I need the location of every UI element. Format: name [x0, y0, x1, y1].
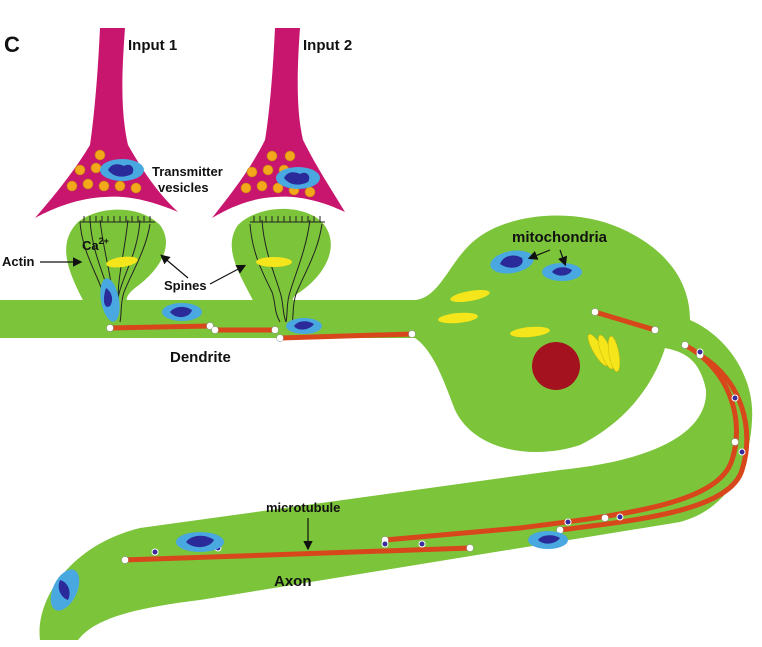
label-actin: Actin: [2, 254, 35, 269]
vesicles-2: [240, 150, 316, 198]
annotation-arrows: [40, 249, 568, 551]
spine-er-2: [256, 257, 292, 267]
label-input-2: Input 2: [303, 37, 352, 54]
label-calcium-base: Ca: [82, 238, 99, 253]
nucleus: [532, 342, 580, 390]
spine-er-1: [106, 256, 138, 268]
mitochondrion: [286, 318, 322, 334]
label-dendrite: Dendrite: [170, 349, 231, 366]
mitochondrion-presyn-2: [276, 167, 320, 189]
receptor-comb: [80, 216, 325, 223]
presynaptic-terminal-2: [212, 28, 345, 218]
panel-letter: C: [4, 32, 20, 57]
neuron-body: [0, 208, 753, 640]
mitochondrion: [162, 303, 202, 321]
mitochondrion: [100, 278, 120, 322]
mitochondria-group: [50, 250, 582, 611]
mitochondrion: [542, 263, 582, 281]
mitochondrion: [490, 250, 534, 274]
label-calcium: Ca2+: [82, 236, 109, 253]
golgi-apparatus: [587, 333, 621, 372]
label-vesicles: vesicles: [158, 180, 209, 195]
mitochondrion: [176, 532, 224, 552]
mitochondrion: [528, 531, 568, 549]
label-axon: Axon: [274, 573, 312, 590]
soma-er: [438, 289, 550, 338]
microtubules: [107, 309, 750, 563]
label-microtubule: microtubule: [266, 500, 340, 515]
label-mitochondria: mitochondria: [512, 229, 608, 246]
mitochondrion-presyn-1: [100, 159, 144, 181]
label-calcium-sup: 2+: [99, 236, 109, 246]
motor-proteins: [151, 348, 746, 556]
label-input-1: Input 1: [128, 37, 177, 54]
label-spines: Spines: [164, 278, 207, 293]
presynaptic-terminal-1: [35, 28, 178, 218]
mitochondrion: [50, 569, 80, 611]
label-transmitter: Transmitter: [152, 164, 223, 179]
spine-2: [231, 208, 331, 304]
